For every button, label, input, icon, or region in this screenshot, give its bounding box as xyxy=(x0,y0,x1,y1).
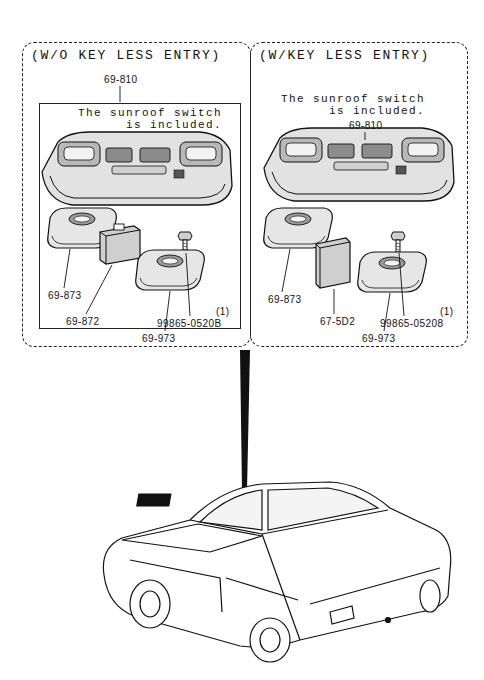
variant-heading: (W/KEY LESS ENTRY) xyxy=(259,48,430,63)
assembly-note: The sunroof switch is included. xyxy=(54,107,222,131)
assembly-note: The sunroof switch is included. xyxy=(257,93,425,117)
part-number: 69-873 xyxy=(268,294,302,305)
part-number: 69-810 xyxy=(349,120,383,131)
variant-heading: (W/O KEY LESS ENTRY) xyxy=(31,48,221,63)
part-number: 69-973 xyxy=(142,333,176,344)
part-number: 69-872 xyxy=(66,316,100,327)
quantity-note: (1) xyxy=(440,306,453,317)
part-number: 69-873 xyxy=(48,290,82,301)
part-number: 67-5D2 xyxy=(320,316,355,327)
quantity-note: (1) xyxy=(216,306,229,317)
part-number: 69-810 xyxy=(104,74,138,85)
part-number: 69-973 xyxy=(362,333,396,344)
part-number: 99865-0520B xyxy=(157,318,221,329)
variant-panel: (W/O KEY LESS ENTRY) The sunroof switch i… xyxy=(22,42,251,347)
part-number: 99865-05208 xyxy=(380,318,443,329)
